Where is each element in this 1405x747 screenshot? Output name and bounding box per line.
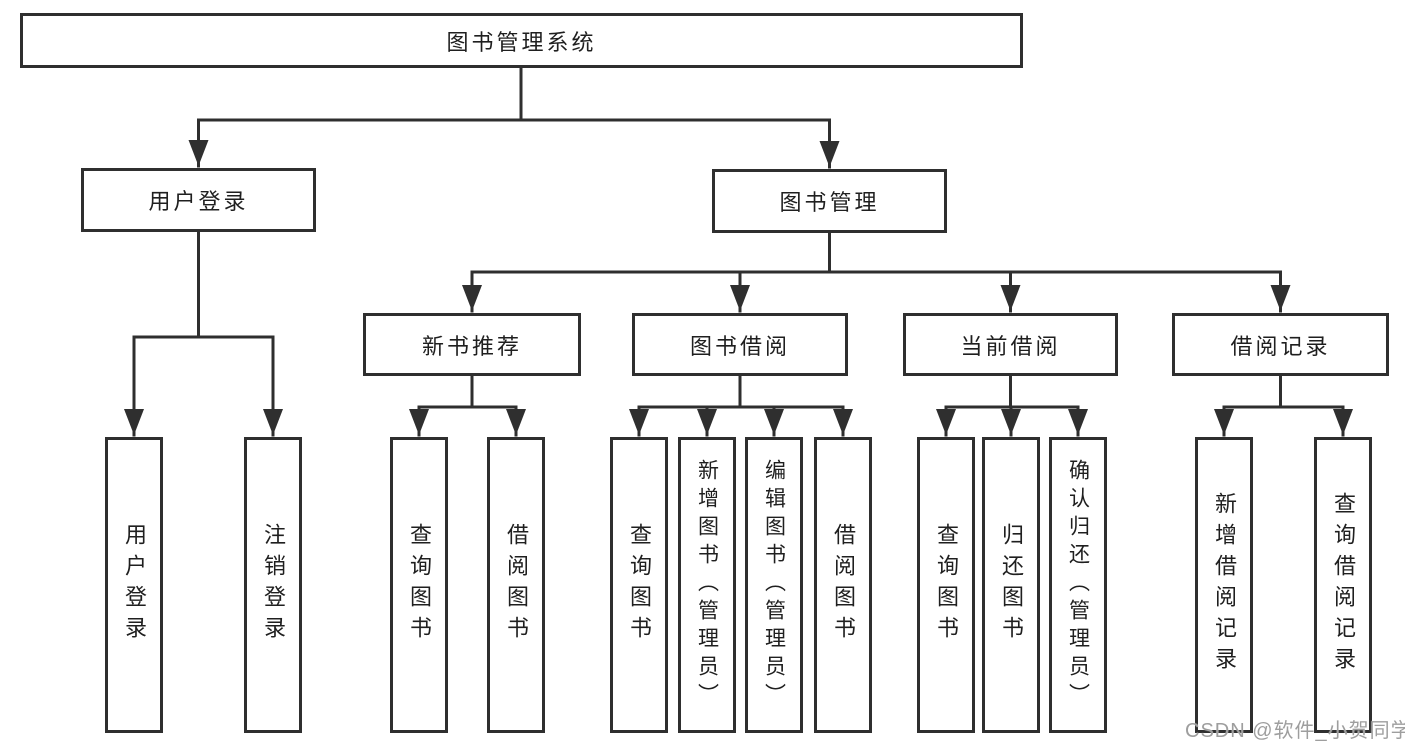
node-label: 图书借阅 (689, 333, 790, 359)
node-label: 当前借阅 (960, 333, 1061, 359)
leaf-label: 用户登录 (122, 523, 147, 647)
node-current-borrowing: 当前借阅 (903, 313, 1118, 376)
leaf-label: 查询图书 (407, 523, 432, 647)
leaf-confirm-return-admin: 确认归还（管理员） (1049, 437, 1107, 733)
leaf-label: 编辑图书（管理员） (762, 459, 786, 711)
leaf-query-books: 查询图书 (917, 437, 975, 733)
leaf-query-books: 查询图书 (390, 437, 448, 733)
node-book-borrowing: 图书借阅 (632, 313, 848, 376)
csdn-watermark: CSDN @软件_小贺同学 (1185, 720, 1405, 742)
leaf-query-books: 查询图书 (610, 437, 668, 733)
node-library-management-system: 图书管理系统 (20, 13, 1023, 68)
leaf-label: 借阅图书 (504, 523, 529, 647)
leaf-label: 确认归还（管理员） (1066, 459, 1090, 711)
node-book-management: 图书管理 (712, 169, 947, 233)
node-new-book-recommendation: 新书推荐 (363, 313, 581, 376)
leaf-user-login: 用户登录 (105, 437, 163, 733)
node-borrowing-records: 借阅记录 (1172, 313, 1389, 376)
leaf-label: 注销登录 (261, 523, 286, 647)
leaf-label: 新增图书（管理员） (695, 459, 719, 711)
leaf-add-borrow-record: 新增借阅记录 (1195, 437, 1253, 733)
node-label: 借阅记录 (1230, 333, 1331, 359)
leaf-label: 查询图书 (934, 523, 959, 647)
node-label: 新书推荐 (421, 333, 522, 359)
leaf-return-book: 归还图书 (982, 437, 1040, 733)
leaf-edit-book-admin: 编辑图书（管理员） (745, 437, 803, 733)
leaf-logout: 注销登录 (244, 437, 302, 733)
leaf-label: 新增借阅记录 (1212, 492, 1237, 678)
node-label: 图书管理 (779, 190, 880, 215)
leaf-label: 查询图书 (627, 523, 652, 647)
leaf-label: 查询借阅记录 (1331, 492, 1356, 678)
leaf-label: 借阅图书 (831, 523, 856, 647)
node-label: 图书管理系统 (446, 29, 597, 55)
leaf-add-book-admin: 新增图书（管理员） (678, 437, 736, 733)
leaf-borrow-books: 借阅图书 (487, 437, 545, 733)
leaf-query-borrow-record: 查询借阅记录 (1314, 437, 1372, 733)
leaf-label: 归还图书 (999, 523, 1024, 647)
leaf-borrow-books: 借阅图书 (814, 437, 872, 733)
node-user-login-branch: 用户登录 (81, 168, 316, 232)
node-label: 用户登录 (148, 189, 249, 214)
